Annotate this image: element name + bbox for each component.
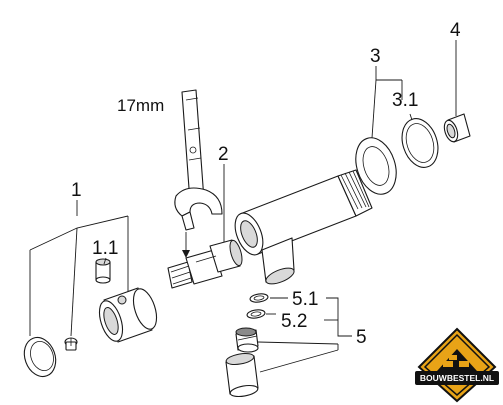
handle-sleeve (98, 287, 158, 343)
callout-3: 3 (370, 46, 381, 67)
washer-3 (355, 137, 397, 195)
bushing-4 (443, 113, 471, 143)
callout-1: 1 (71, 180, 82, 201)
cartridge-2 (167, 239, 243, 289)
washer-5-1 (249, 293, 269, 303)
insert-1-1 (95, 258, 111, 284)
tool-size-label: 17mm (117, 96, 164, 115)
callout-5-1: 5.1 (292, 289, 318, 310)
arrow-down-icon (182, 250, 190, 258)
logo-text: BOUWBESTEL.NL (420, 373, 494, 383)
callout-2: 2 (218, 144, 229, 165)
aerator-housing (225, 353, 259, 398)
bouwbestel-logo: BOUWBESTEL.NL (415, 327, 499, 403)
callout-3-1: 3.1 (392, 90, 418, 111)
callout-5-2: 5.2 (281, 311, 307, 332)
tap-body (234, 169, 373, 285)
o-ring-3-1 (401, 118, 439, 168)
aerator-insert (235, 327, 259, 353)
cap-disc (23, 336, 57, 378)
small-screw (64, 337, 78, 351)
logo-text-band (415, 371, 499, 385)
leader-lines (29, 40, 457, 373)
wrench-icon (174, 89, 223, 231)
callout-1-1: 1.1 (92, 238, 118, 259)
callout-5: 5 (356, 327, 367, 348)
callout-4: 4 (450, 20, 461, 41)
seal-5-2 (246, 309, 266, 319)
